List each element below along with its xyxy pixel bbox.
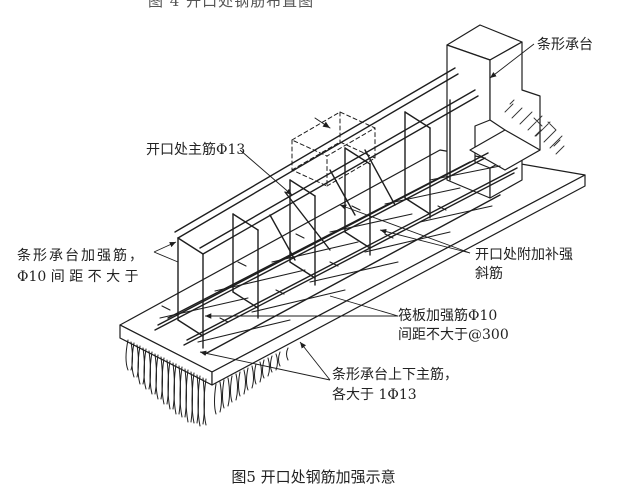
label-strip-cap-bar-2: Φ10 间 距 不 大 于 [17,269,139,285]
label-strip-cap: 条形承台 [537,37,593,53]
label-opening-diag-1: 开口处附加补强 [475,247,573,263]
label-raft-bar-1: 筏板加强筋Φ10 [398,308,498,324]
label-strip-cap-bar-1: 条形承台加强筋， [17,248,145,264]
raft-slab [119,149,586,386]
label-raft-bar-2: 间距不大于@300 [398,327,509,343]
leader-lines [153,43,535,381]
raft-grid [159,165,501,343]
soil-hatch [504,99,565,155]
label-opening-diag-2: 斜筋 [475,266,503,282]
opening-dashed-box [291,111,376,187]
pile-group [125,339,289,427]
rebar-cage [154,67,518,355]
figure-caption: 图5 开口处钢筋加强示意 [231,468,396,486]
label-opening-main-bar: 开口处主筋Φ13 [146,142,246,158]
label-cap-main-1: 条形承台上下主筋， [332,367,458,383]
label-cap-main-2: 各大于 1Φ13 [332,387,417,403]
cropped-header-text: 图 4 开口处钢筋布置图 [148,0,315,10]
strip-cap-block [446,24,541,199]
